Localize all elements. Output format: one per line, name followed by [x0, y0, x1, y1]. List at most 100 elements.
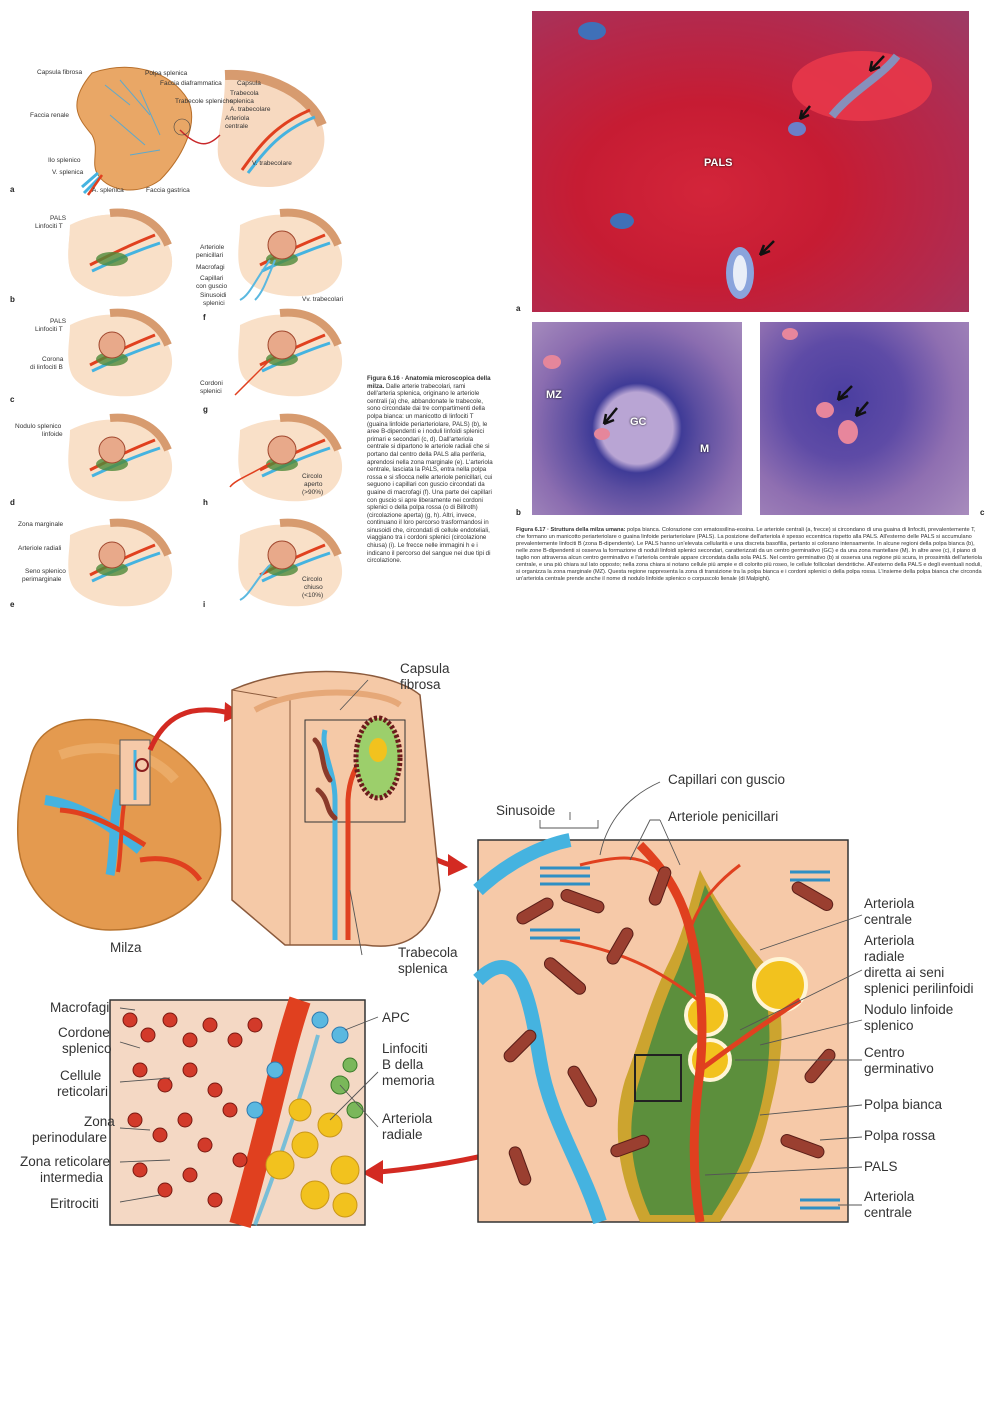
caption-body: Dalle arterie trabecolari, rami dell'art…: [367, 382, 493, 565]
label-a-splenica: A. splenica: [92, 187, 124, 194]
label-d-linfoide: linfoide: [42, 431, 63, 438]
label-h-circolo: Circolo: [302, 473, 323, 480]
histology-b-mz-label: MZ: [546, 389, 562, 401]
figure-6-16-caption: Figura 6.16 · Anatomia microscopica dell…: [367, 375, 495, 565]
panel-letter-i: i: [203, 600, 206, 609]
panel-letter-17c: c: [980, 508, 985, 517]
label-v-splenica: V. splenica: [52, 169, 84, 176]
label-right-nodulo-1: Nodulo linfoide: [864, 1002, 954, 1017]
label-capillari-con-guscio: Capillari con guscio: [668, 772, 786, 787]
label-c-linfociti-t: Linfociti T: [35, 326, 63, 333]
label-mid-arteriola-1: Arteriola: [382, 1111, 433, 1126]
label-f-macrofagi: Macrofagi: [196, 264, 225, 271]
label-f-arteriole: Arteriole: [200, 244, 225, 251]
label-sinusoide: Sinusoide: [496, 803, 556, 818]
panel-letter-d: d: [10, 498, 15, 507]
label-c-linfociti-b: di linfociti B: [30, 364, 63, 371]
caption-17-title: Figura 6.17 · Struttura della milza uman…: [516, 527, 626, 533]
label-f-sinusoidi: Sinusoidi: [200, 292, 227, 299]
label-trabecole-spleniche: Trabecole spleniche: [175, 98, 233, 105]
label-f-vv-trabecolari: Vv. trabecolari: [302, 296, 344, 303]
label-left-cordone-1: Cordone: [58, 1025, 110, 1040]
label-polpa-splenica: Polpa splenica: [145, 70, 188, 77]
label-left-cordone-2: splenico: [62, 1041, 112, 1056]
histology-b-m-label: M: [700, 443, 710, 455]
caption-title: Figura 6.16 · Anatomia microscopica dell…: [367, 375, 491, 390]
label-inset-capsula: Capsula: [237, 80, 261, 87]
label-g-splenici: splenici: [200, 388, 222, 395]
fig16-panels-drawing: [0, 205, 360, 605]
label-faccia-gastrica: Faccia gastrica: [146, 187, 190, 194]
label-left-macrofagi: Macrofagi: [50, 1000, 110, 1015]
histology-a-pals-label: PALS: [704, 157, 733, 169]
label-right-arteriola-radiale-1: Arteriola: [864, 933, 915, 948]
label-right-arteriola-centrale-b-1: Arteriola: [864, 1189, 915, 1204]
label-inset-v-trabecolare: V. trabecolare: [252, 160, 292, 167]
label-right-pals: PALS: [864, 1159, 898, 1174]
label-h-percent: (>90%): [302, 489, 324, 496]
label-left-zona-reti-1: Zona reticolare: [20, 1154, 111, 1169]
panel-letter-c: c: [10, 395, 15, 404]
label-right-polpa-rossa: Polpa rossa: [864, 1128, 936, 1143]
label-right-arteriola-centrale-2: centrale: [864, 912, 913, 927]
bottom-drawing: [16, 670, 863, 1229]
label-faccia-renale: Faccia renale: [30, 112, 70, 119]
label-inset-trabecola: Trabecola splenica: [230, 90, 259, 105]
figure-6-17-caption: Figura 6.17 · Struttura della milza uman…: [516, 527, 986, 583]
histology-c: [760, 322, 969, 515]
panel-letter-b: b: [10, 295, 15, 304]
label-e-arteriole-radiali: Arteriole radiali: [18, 545, 62, 552]
label-capsula-1: Capsula: [400, 661, 450, 676]
label-right-centro-1: Centro: [864, 1045, 905, 1060]
label-e-zona-marginale: Zona marginale: [18, 521, 64, 528]
label-i-percent: (<10%): [302, 592, 324, 599]
label-right-arteriola-radiale-3: diretta ai seni: [864, 965, 945, 980]
panel-letter-17a: a: [516, 304, 521, 313]
label-b-linfociti-t: Linfociti T: [35, 223, 63, 230]
label-left-zona-reti-2: intermedia: [40, 1170, 104, 1185]
caption-17-body: polpa bianca. Colorazione con ematossili…: [516, 527, 982, 582]
label-right-arteriola-centrale-b-2: centrale: [864, 1205, 913, 1220]
label-inset-a-trabecolare: A. trabecolare: [230, 106, 271, 113]
label-left-zona-peri-2: perinodulare: [32, 1130, 108, 1145]
label-f-splenici: splenici: [203, 300, 225, 307]
label-mid-linfociti-3: memoria: [382, 1073, 435, 1088]
label-mid-arteriola-2: radiale: [382, 1127, 423, 1142]
label-left-cellule-1: Cellule: [60, 1068, 102, 1083]
panel-letter-e: e: [10, 600, 15, 609]
panel-letter-g: g: [203, 405, 208, 414]
label-ilo-splenico: Ilo splenico: [48, 157, 81, 164]
label-e-perimarginale: perimarginale: [22, 576, 62, 583]
label-left-eritrociti: Eritrociti: [50, 1196, 99, 1211]
label-right-arteriola-centrale-1: Arteriola: [864, 896, 915, 911]
label-right-centro-2: germinativo: [864, 1061, 934, 1076]
label-mid-linfociti-1: Linfociti: [382, 1041, 428, 1056]
label-c-corona: Corona: [42, 356, 64, 363]
label-faccia-diaframmatica: Faccia diaframmatica: [160, 80, 222, 87]
label-capsula-2: fibrosa: [400, 677, 441, 692]
label-f-con-guscio: con guscio: [196, 283, 228, 290]
label-f-penicillari: penicillari: [196, 252, 224, 259]
fig16-panel-a-drawing: [76, 66, 327, 196]
label-left-cellule-2: reticolari: [57, 1084, 109, 1099]
label-right-nodulo-2: splenico: [864, 1018, 914, 1033]
label-capsula-fibrosa: Capsula fibrosa: [37, 69, 83, 76]
label-inset-arteriola-centrale: Arteriola centrale: [225, 115, 250, 130]
label-arteriole-penicillari: Arteriole penicillari: [668, 809, 779, 824]
histology-b: MZ GC M: [532, 322, 742, 515]
panel-letter-h: h: [203, 498, 208, 507]
histology-a: PALS: [532, 11, 969, 312]
label-d-nodulo: Nodulo splenico: [15, 423, 62, 430]
label-mid-apc: APC: [382, 1010, 410, 1025]
label-milza: Milza: [110, 940, 142, 955]
label-e-seno-splenico: Seno splenico: [25, 568, 66, 575]
label-i-circolo: Circolo: [302, 576, 323, 583]
label-b-pals: PALS: [50, 215, 67, 222]
label-h-aperto: aperto: [304, 481, 323, 488]
label-right-arteriola-radiale-2: radiale: [864, 949, 905, 964]
label-trabecola-2: splenica: [398, 961, 448, 976]
label-right-polpa-bianca: Polpa bianca: [864, 1097, 943, 1112]
label-c-pals: PALS: [50, 318, 67, 325]
label-trabecola-1: Trabecola: [398, 945, 458, 960]
label-right-arteriola-radiale-4: splenici perilinfoidi: [864, 981, 974, 996]
